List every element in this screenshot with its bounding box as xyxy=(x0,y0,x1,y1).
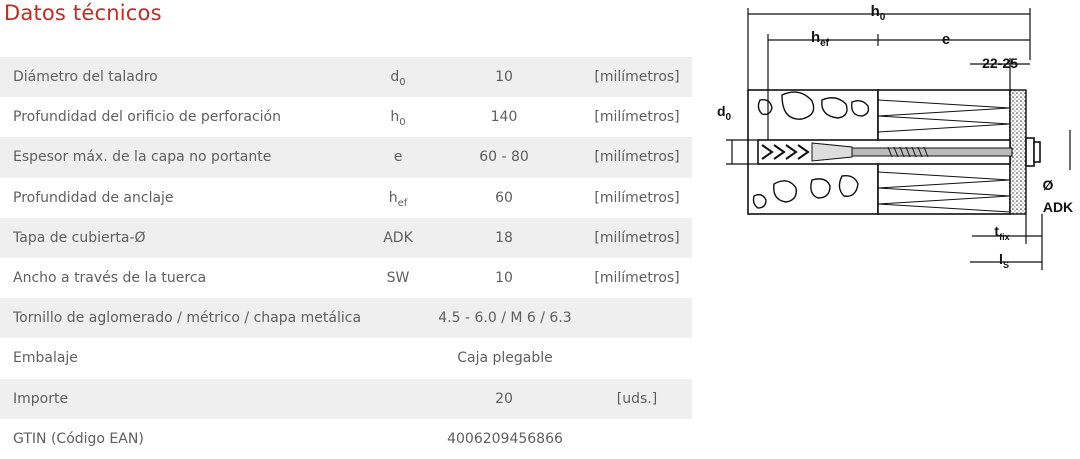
row-value: 10 xyxy=(495,69,513,85)
range-label: 22-25 xyxy=(982,55,1018,71)
row-value: 20 xyxy=(495,390,513,407)
row-symbol: hef xyxy=(388,189,408,209)
anchor-icon xyxy=(757,137,1041,167)
row-unit: [milímetros] xyxy=(594,149,680,166)
row-unit: [milímetros] xyxy=(594,109,680,126)
spec-table: Diámetro del taladro d0 10 [milímetros] … xyxy=(0,57,692,459)
row-label: Tornillo de aglomerado / métrico / chapa… xyxy=(13,310,362,327)
row-value: Caja plegable xyxy=(457,350,553,367)
tfix-label: tfix xyxy=(994,223,1009,242)
table-row: Tapa de cubierta-Ø ADK 18 [milímetros] xyxy=(0,217,692,258)
row-label: Importe xyxy=(13,390,69,407)
row-symbol: ADK xyxy=(383,229,413,246)
table-row: Importe 20 [uds.] xyxy=(0,378,692,419)
table-row: Profundidad de anclaje hef 60 [milímetro… xyxy=(0,178,692,218)
h0-label: h0 xyxy=(871,3,886,23)
row-label: Diámetro del taladro xyxy=(13,69,158,85)
table-row: Tornillo de aglomerado / métrico / chapa… xyxy=(0,298,692,339)
row-label: Profundidad del orificio de perforación xyxy=(13,109,281,126)
section-title: Datos técnicos xyxy=(4,1,162,25)
ls-label: lS xyxy=(999,251,1009,270)
row-unit: [milímetros] xyxy=(594,269,680,286)
row-label: Profundidad de anclaje xyxy=(13,189,174,206)
row-value: 60 - 80 xyxy=(479,149,529,166)
row-value: 18 xyxy=(495,229,513,246)
row-symbol: e xyxy=(393,149,403,166)
row-value: 10 xyxy=(495,269,513,286)
e-label: e xyxy=(942,31,950,48)
row-unit: [milímetros] xyxy=(594,69,680,85)
table-row: Profundidad del orificio de perforación … xyxy=(0,97,692,137)
table-row: Embalaje Caja plegable xyxy=(0,338,692,378)
row-label: Espesor máx. de la capa no portante xyxy=(13,149,272,166)
row-symbol: d0 xyxy=(390,69,406,88)
anchor-dimension-drawing: h0 hef e 22-25 d0 Ø ADK tfix lS xyxy=(717,3,1073,270)
dimension-lines xyxy=(726,8,1071,270)
row-unit: [milímetros] xyxy=(594,229,680,246)
table-row: Espesor máx. de la capa no portante e 60… xyxy=(0,137,692,178)
row-unit: [milímetros] xyxy=(594,189,680,206)
row-value: 4.5 - 6.0 / M 6 / 6.3 xyxy=(438,310,572,327)
table-row: GTIN (Código EAN) 4006209456866 xyxy=(0,419,692,459)
row-value: 60 xyxy=(495,189,513,206)
table-row: Ancho a través de la tuerca SW 10 [milím… xyxy=(0,258,692,298)
adk-label: ADK xyxy=(1043,199,1073,215)
row-label: Embalaje xyxy=(13,350,78,367)
row-value: 140 xyxy=(490,109,518,126)
hef-label: hef xyxy=(811,29,830,49)
d0-label: d0 xyxy=(717,103,732,123)
diameter-label: Ø xyxy=(1043,177,1054,193)
row-value: 4006209456866 xyxy=(447,430,563,447)
row-symbol: SW xyxy=(386,269,410,286)
row-symbol: h0 xyxy=(390,109,406,129)
row-unit: [uds.] xyxy=(616,390,658,407)
table-row: Diámetro del taladro d0 10 [milímetros] xyxy=(0,57,692,98)
row-label: Tapa de cubierta-Ø xyxy=(13,229,146,246)
row-label: GTIN (Código EAN) xyxy=(13,430,144,447)
row-label: Ancho a través de la tuerca xyxy=(13,269,207,286)
